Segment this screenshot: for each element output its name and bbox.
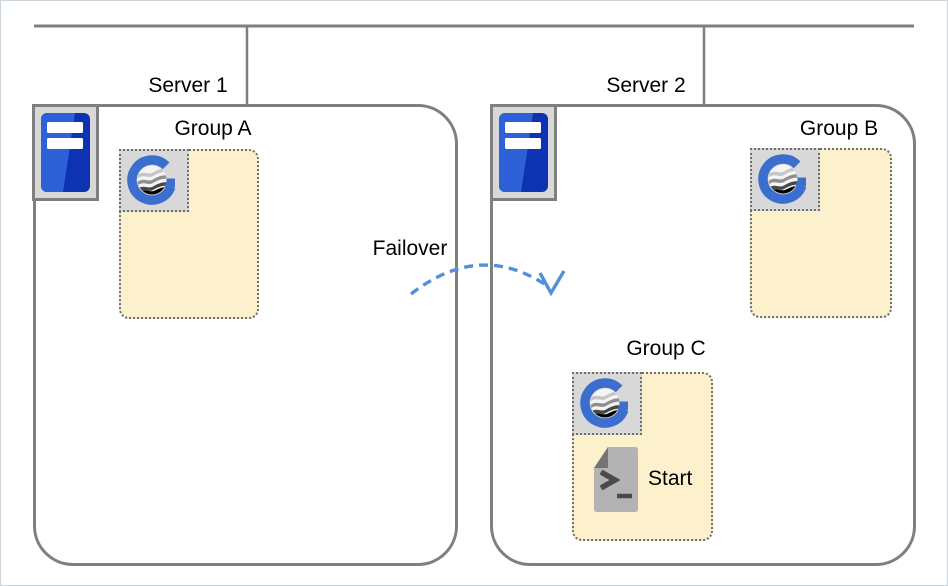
group-c-label: Group C bbox=[626, 337, 706, 360]
g-globe-logo-icon bbox=[758, 154, 807, 204]
server2-box bbox=[490, 104, 916, 566]
server-tower-icon bbox=[41, 113, 90, 192]
failover-label: Failover bbox=[372, 237, 448, 260]
group-b-area bbox=[750, 148, 892, 318]
group-a-area bbox=[119, 149, 259, 319]
server1-label: Server 1 bbox=[148, 74, 228, 97]
group-a-logo-icon bbox=[119, 149, 189, 212]
server1-server-icon bbox=[32, 104, 99, 201]
server-tower-icon bbox=[499, 113, 548, 192]
group-c-logo-icon bbox=[572, 372, 642, 435]
script-document-icon bbox=[594, 447, 638, 512]
start-script-icon bbox=[593, 446, 639, 513]
group-a-label: Group A bbox=[174, 117, 252, 140]
group-b-logo-icon bbox=[750, 148, 820, 211]
g-globe-logo-icon bbox=[580, 378, 629, 428]
group-b-label: Group B bbox=[799, 117, 879, 140]
start-label: Start bbox=[648, 467, 693, 490]
g-globe-logo-icon bbox=[127, 155, 176, 205]
server2-server-icon bbox=[490, 104, 557, 201]
server1-box bbox=[33, 104, 458, 566]
server2-label: Server 2 bbox=[606, 74, 686, 97]
